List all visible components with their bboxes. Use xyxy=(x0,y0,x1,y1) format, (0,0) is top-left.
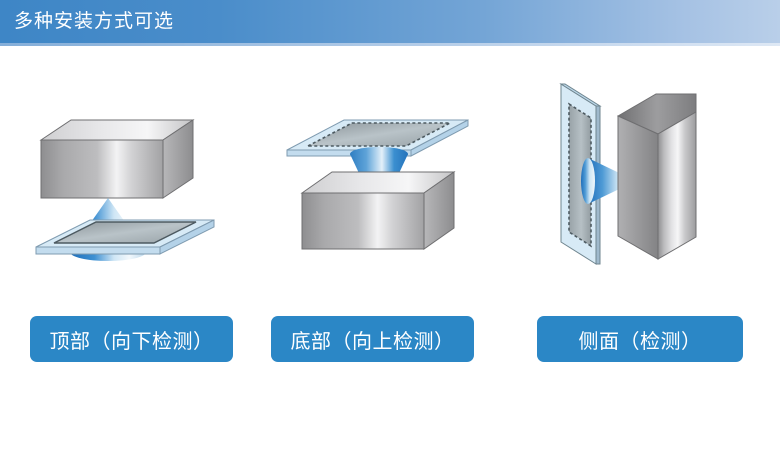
label-chip-side-mount[interactable]: 侧面（检测） xyxy=(537,316,743,362)
page-title: 多种安装方式可选 xyxy=(14,11,175,32)
target-plate-side xyxy=(559,83,602,265)
target-plate-top xyxy=(35,219,215,255)
label-chip-top-mount[interactable]: 顶部（向下检测） xyxy=(30,316,233,362)
sensor-body-bottom xyxy=(300,171,456,250)
diagram-mount-bottom xyxy=(282,108,477,273)
label-chip-bottom-mount[interactable]: 底部（向上检测） xyxy=(271,316,474,362)
header-bar xyxy=(0,0,780,43)
sensor-body-side xyxy=(616,93,697,260)
measurement-beam-side xyxy=(581,158,636,204)
diagram-mount-top xyxy=(28,112,223,277)
diagram-mount-side xyxy=(536,74,716,289)
sensor-body-top xyxy=(39,119,195,199)
header-underline-divider xyxy=(0,43,780,46)
